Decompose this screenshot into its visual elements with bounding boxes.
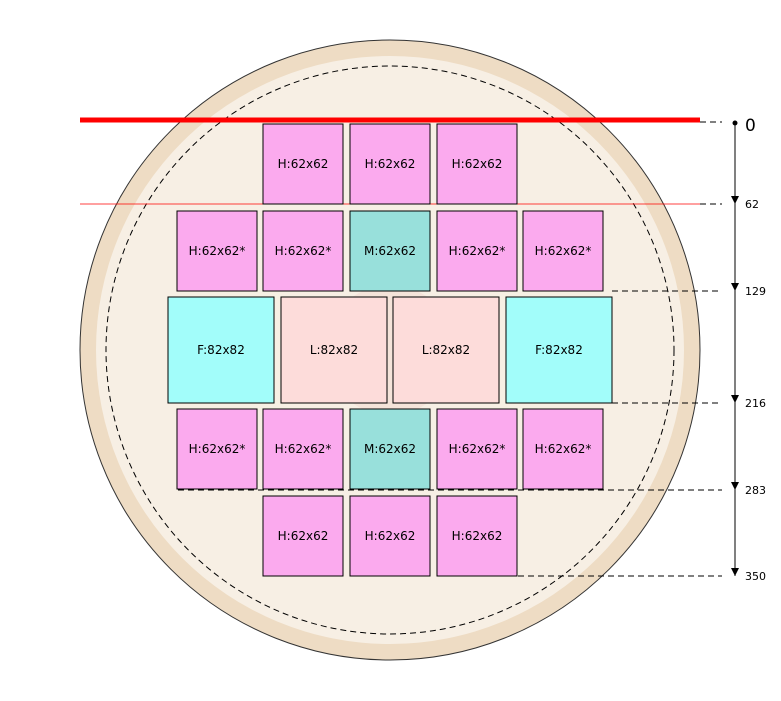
die-rect	[436, 210, 518, 292]
die-l: L:82x82	[280, 296, 388, 404]
die-rect	[262, 210, 344, 292]
die-rect	[280, 296, 388, 404]
ruler-label-129: 129	[745, 285, 766, 298]
die-h: H:62x62*	[522, 210, 604, 292]
die-rect	[349, 210, 431, 292]
die-h: H:62x62	[349, 123, 431, 205]
ruler-arrow-350	[731, 568, 739, 576]
die-label: M:62x62	[364, 442, 416, 456]
die-h: H:62x62	[436, 495, 518, 577]
die-m: M:62x62	[349, 408, 431, 490]
die-rect	[167, 296, 275, 404]
die-label: H:62x62	[452, 529, 503, 543]
die-label: M:62x62	[364, 244, 416, 258]
die-label: F:82x82	[535, 343, 583, 357]
ruler-label-0: 0	[745, 116, 756, 136]
die-h: H:62x62*	[522, 408, 604, 490]
die-label: H:62x62	[452, 157, 503, 171]
die-h: H:62x62	[436, 123, 518, 205]
die-h: H:62x62*	[176, 210, 258, 292]
die-label: H:62x62	[278, 529, 329, 543]
die-label: H:62x62*	[275, 244, 332, 258]
die-h: H:62x62	[349, 495, 431, 577]
die-rect	[176, 210, 258, 292]
die-rect	[522, 408, 604, 490]
ruler-arrow-216	[731, 395, 739, 403]
die-label: L:82x82	[310, 343, 358, 357]
ruler-origin-dot	[732, 120, 738, 126]
ruler-arrow-62	[731, 196, 739, 204]
die-label: H:62x62*	[275, 442, 332, 456]
die-rect	[436, 408, 518, 490]
die-f: F:82x82	[167, 296, 275, 404]
die-rect	[349, 495, 431, 577]
die-label: H:62x62	[278, 157, 329, 171]
die-rect	[505, 296, 613, 404]
die-label: H:62x62*	[535, 244, 592, 258]
die-h: H:62x62*	[436, 210, 518, 292]
die-h: H:62x62*	[262, 210, 344, 292]
die-rect	[436, 123, 518, 205]
die-rect	[392, 296, 500, 404]
die-label: H:62x62*	[189, 442, 246, 456]
die-label: H:62x62	[365, 157, 416, 171]
die-rect	[262, 495, 344, 577]
ruler-label-350: 350	[745, 570, 766, 583]
die-rect	[262, 408, 344, 490]
ruler-label-283: 283	[745, 484, 766, 497]
vertical-ruler: 0 62 129 216 283 350	[731, 116, 766, 583]
die-m: M:62x62	[349, 210, 431, 292]
die-rect	[262, 123, 344, 205]
ruler-arrow-283	[731, 482, 739, 490]
die-rect	[522, 210, 604, 292]
die-label: H:62x62*	[535, 442, 592, 456]
die-rect	[176, 408, 258, 490]
die-label: H:62x62*	[449, 442, 506, 456]
die-l: L:82x82	[392, 296, 500, 404]
die-rect	[436, 495, 518, 577]
ruler-label-62: 62	[745, 198, 759, 211]
die-h: H:62x62*	[436, 408, 518, 490]
die-rect	[349, 123, 431, 205]
die-rect	[349, 408, 431, 490]
die-label: L:82x82	[422, 343, 470, 357]
die-h: H:62x62	[262, 123, 344, 205]
usable-area-boundary	[105, 65, 675, 635]
die-label: F:82x82	[197, 343, 245, 357]
die-label: H:62x62	[365, 529, 416, 543]
ruler-arrow-129	[731, 283, 739, 291]
die-label: H:62x62*	[449, 244, 506, 258]
die-h: H:62x62	[262, 495, 344, 577]
ruler-label-216: 216	[745, 397, 766, 410]
die-label: H:62x62*	[189, 244, 246, 258]
die-f: F:82x82	[505, 296, 613, 404]
die-h: H:62x62*	[176, 408, 258, 490]
die-h: H:62x62*	[262, 408, 344, 490]
